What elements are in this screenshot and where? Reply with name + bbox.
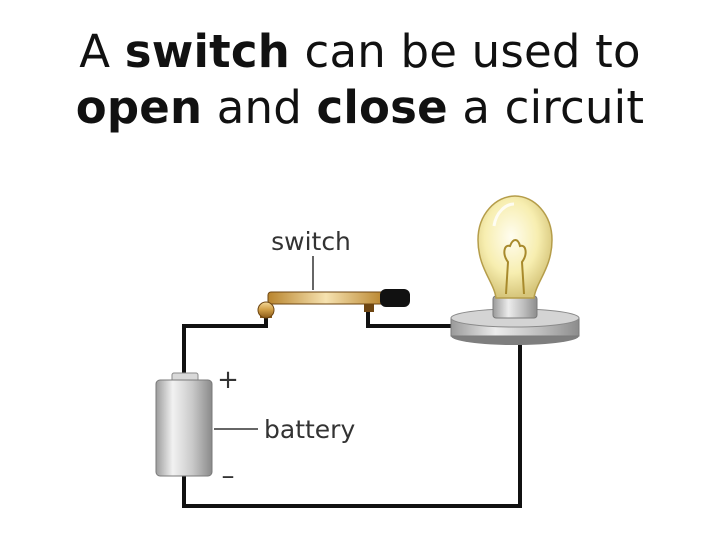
title-text: A (79, 25, 125, 78)
wire-left (182, 314, 268, 374)
wire-bottom (182, 342, 522, 508)
bulb-filament (503, 239, 527, 295)
battery-body (155, 379, 213, 477)
title-text: and (202, 81, 317, 134)
title-line-2: open and close a circuit (0, 80, 720, 136)
title-text: a circuit (447, 81, 645, 134)
slide-title: A switch can be used to open and close a… (0, 24, 720, 136)
title-keyword-open: open (75, 81, 203, 134)
battery: + – battery (155, 365, 355, 491)
bulb-glow (492, 202, 515, 227)
bulb-glass (477, 195, 553, 299)
light-bulb (450, 195, 580, 345)
switch-pivot (257, 301, 275, 319)
title-keyword-close: close (316, 81, 448, 134)
title-keyword-switch: switch (124, 25, 290, 78)
switch-contact (364, 304, 374, 312)
title-text: can be used to (290, 25, 641, 78)
switch-label: switch (271, 227, 351, 256)
battery-plus-sign: + (217, 365, 239, 395)
battery-label: battery (264, 415, 355, 444)
wire-switch-to-bulb (366, 306, 452, 328)
circuit-wires (182, 306, 522, 508)
battery-minus-sign: – (222, 461, 235, 491)
switch-lever (267, 291, 385, 305)
switch-handle (380, 289, 410, 307)
switch: switch (257, 227, 410, 319)
bulb-screw-base (492, 295, 538, 319)
title-line-1: A switch can be used to (0, 24, 720, 80)
